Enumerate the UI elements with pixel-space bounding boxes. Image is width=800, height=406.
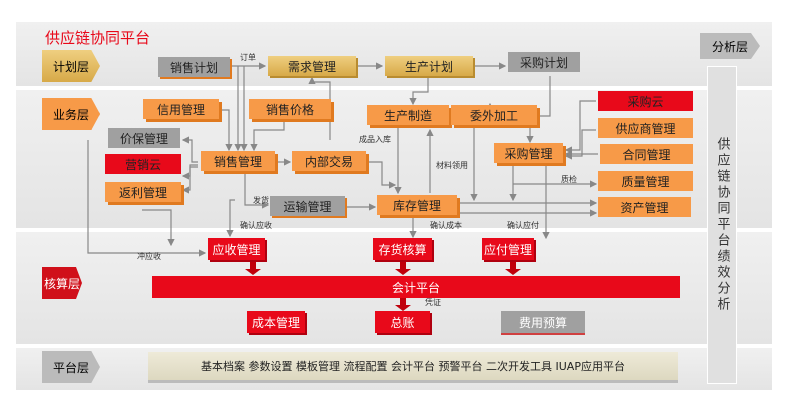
sales-management[interactable]: 销售管理 [201, 151, 275, 171]
purchase-plan[interactable]: 采购计划 [508, 52, 580, 72]
platform-bar: 基本档案 参数设置 模板管理 流程配置 会计平台 预警平台 二次开发工具 IUA… [148, 352, 678, 380]
asset-management[interactable]: 资产管理 [598, 197, 691, 217]
layer-plan: 计划层 [42, 50, 100, 82]
analysis-column-text: 供应链协同平台绩效分析 [714, 137, 730, 313]
production-plan[interactable]: 生产计划 [385, 56, 473, 76]
accounting-platform[interactable]: 会计平台 [152, 276, 680, 298]
sales-price[interactable]: 销售价格 [249, 99, 331, 119]
purchase-management[interactable]: 采购管理 [494, 143, 563, 163]
demand-management[interactable]: 需求管理 [268, 56, 356, 76]
layer-business: 业务层 [42, 98, 100, 130]
rebate-management[interactable]: 返利管理 [105, 182, 181, 202]
transport-management[interactable]: 运输管理 [270, 196, 345, 216]
inventory-accounting[interactable]: 存货核算 [373, 238, 432, 260]
quality-management[interactable]: 质量管理 [598, 171, 693, 191]
internal-trade[interactable]: 内部交易 [292, 151, 366, 171]
marketing-cloud[interactable]: 营销云 [105, 154, 181, 174]
label-ship: 发货 [253, 196, 269, 205]
inventory-management[interactable]: 库存管理 [377, 195, 457, 215]
label-confirm-ar: 确认应收 [240, 221, 272, 230]
payable-management[interactable]: 应付管理 [482, 238, 534, 260]
price-protection[interactable]: 价保管理 [108, 128, 180, 148]
label-confirm-ap: 确认应付 [507, 221, 539, 230]
general-ledger[interactable]: 总账 [375, 311, 430, 333]
credit-management[interactable]: 信用管理 [143, 99, 219, 119]
expense-budget[interactable]: 费用预算 [501, 311, 585, 333]
outsourcing[interactable]: 委外加工 [451, 105, 537, 125]
label-order: 订单 [240, 53, 256, 62]
label-material-use: 材料领用 [436, 161, 468, 170]
label-qc: 质检 [561, 175, 577, 184]
cost-management[interactable]: 成本管理 [247, 311, 305, 333]
label-offset-ar: 冲应收 [137, 252, 161, 261]
label-voucher: 凭证 [425, 298, 441, 307]
purchase-cloud[interactable]: 采购云 [598, 91, 693, 111]
analysis-column[interactable]: 供应链协同平台绩效分析 [707, 66, 737, 384]
receivable-management[interactable]: 应收管理 [208, 238, 265, 260]
label-finished-in: 成品入库 [359, 135, 391, 144]
layer-platform: 平台层 [42, 351, 100, 383]
contract-management[interactable]: 合同管理 [600, 144, 693, 164]
layer-accounting: 核算层 [42, 267, 82, 299]
label-confirm-cost: 确认成本 [430, 221, 462, 230]
sales-plan[interactable]: 销售计划 [158, 57, 230, 77]
manufacturing[interactable]: 生产制造 [367, 105, 449, 125]
layer-analysis: 分析层 [700, 33, 760, 59]
page-title: 供应链协同平台 [45, 29, 151, 47]
supplier-management[interactable]: 供应商管理 [598, 118, 693, 138]
